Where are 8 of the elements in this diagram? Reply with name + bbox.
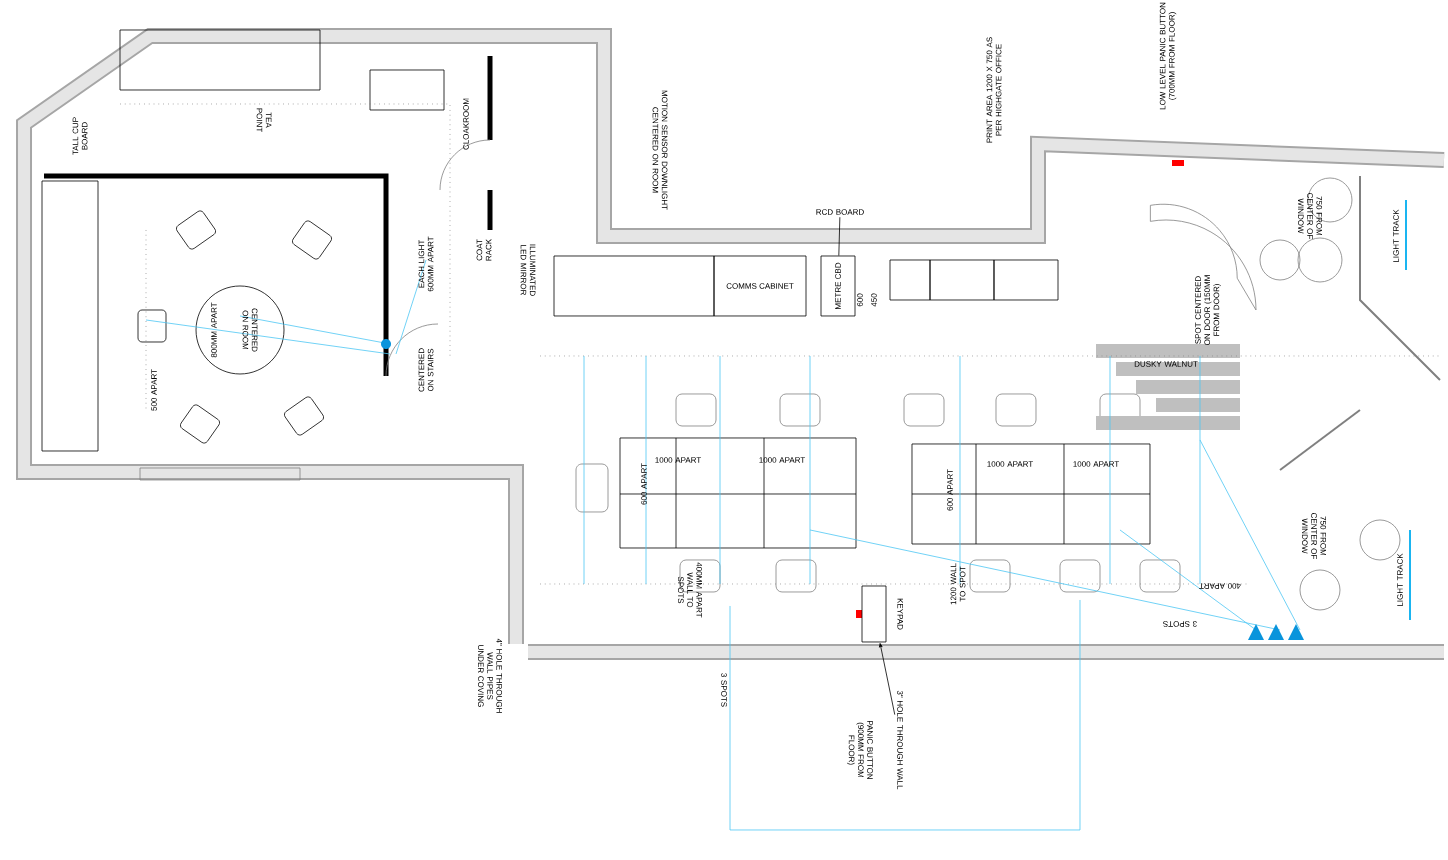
- leader-line: [838, 216, 841, 256]
- equipment-box: [861, 585, 887, 643]
- equipment-box: [929, 259, 995, 301]
- equipment-box: [889, 259, 931, 301]
- equipment-box: [553, 255, 715, 317]
- equipment-box: [41, 180, 99, 452]
- equipment-box: [993, 259, 1059, 301]
- leader-line: [879, 643, 896, 716]
